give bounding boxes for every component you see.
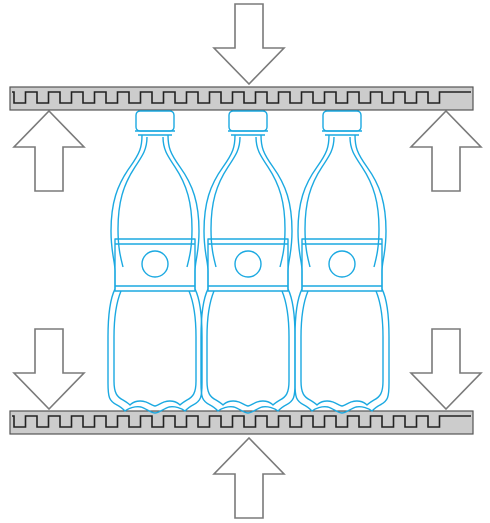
arrow-top-left-up-icon: [13, 110, 85, 192]
teeth-line: [12, 415, 471, 428]
bottle-2: [200, 110, 296, 414]
bottom-plate-teeth: [12, 415, 471, 428]
bottle-1: [107, 110, 203, 414]
top-plate: [9, 86, 474, 111]
bottom-plate: [9, 410, 474, 435]
arrow-bottom-right-down-icon: [410, 328, 482, 410]
arrow-bottom-left-down-icon: [13, 328, 85, 410]
arrow-bottom-center-up-icon: [213, 437, 285, 519]
top-plate-teeth: [12, 91, 471, 104]
teeth-line: [12, 91, 471, 104]
arrow-top-center-down-icon: [213, 3, 285, 85]
bottle-3: [294, 110, 390, 414]
arrow-top-right-up-icon: [410, 110, 482, 192]
